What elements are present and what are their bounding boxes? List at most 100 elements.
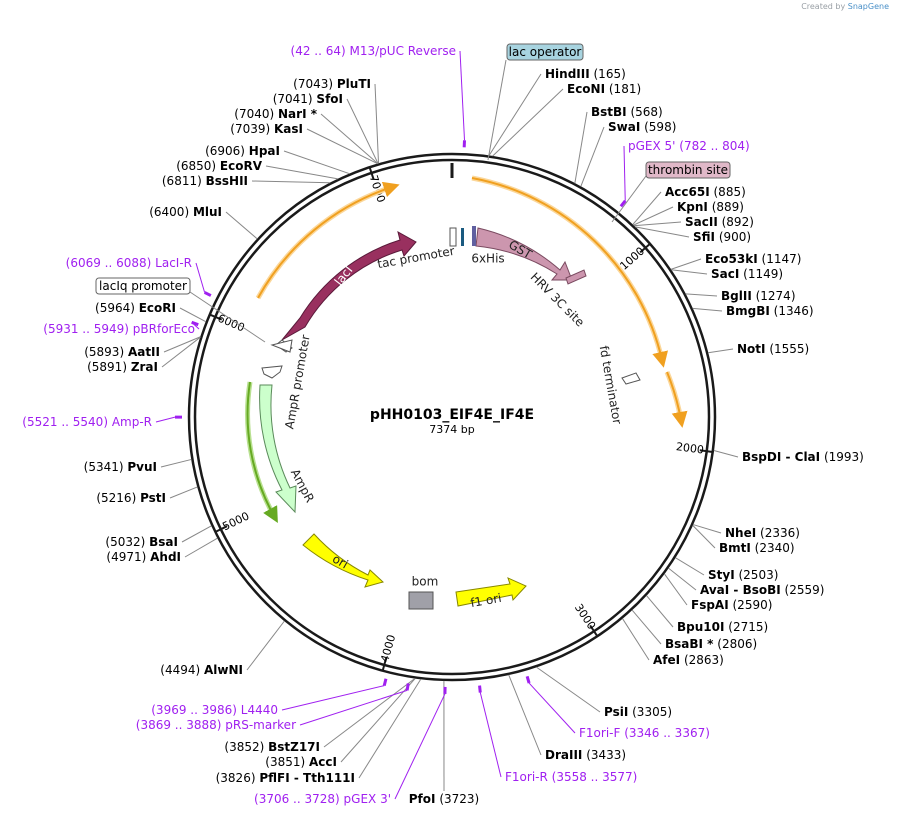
site-styi[interactable]: StyI (2503) [675, 558, 778, 582]
site-leader-line [247, 621, 284, 670]
feature-lacI [282, 232, 416, 340]
site-position: (7039) [230, 122, 274, 136]
tick-label-6000: 6000 [216, 312, 247, 335]
primer-l4440[interactable]: (3969 .. 3986) L4440 [151, 679, 386, 717]
primer-name: pGEX 5' [628, 139, 675, 153]
site-mlui[interactable]: (6400) MluI [149, 205, 257, 239]
boxed-label-lac-operator[interactable]: lac operator [488, 44, 583, 160]
site-pfoi[interactable]: PfoI (3723) [409, 681, 479, 806]
site-alwni[interactable]: (4494) AlwNI [160, 621, 284, 677]
site-name: Eco53kI [705, 252, 758, 266]
site-leader-line [708, 349, 733, 353]
site-leader-line [671, 270, 707, 274]
site-position: (1346) [770, 304, 814, 318]
site-position: (5964) [95, 301, 139, 315]
primer-name: M13/pUC Reverse [350, 44, 457, 58]
site-bspdi-clai[interactable]: BspDI - ClaI (1993) [714, 450, 864, 464]
site-name: BsaBI * [665, 637, 714, 651]
feature-label-bom: bom [412, 575, 439, 589]
orf-arrow-lacI [258, 187, 392, 298]
site-label: StyI (2503) [708, 568, 778, 582]
site-position: (2559) [781, 583, 825, 597]
site-name: SfoI [316, 92, 343, 106]
site-bsai[interactable]: (5032) BsaI [105, 526, 211, 549]
site-name: AlwNI [204, 663, 243, 677]
site-label: Acc65I (885) [665, 185, 746, 199]
orf-arc-lacI [258, 187, 392, 298]
feature-fd-terminator [622, 373, 640, 384]
site-leader-line [632, 610, 661, 644]
site-label: SacII (892) [685, 215, 754, 229]
primer-name: F1ori-F [579, 726, 620, 740]
site-position: (1149) [739, 267, 783, 281]
site-name: AccI [309, 755, 337, 769]
site-name: PflFI - Tth111I [259, 771, 355, 785]
site-name: KasI [274, 122, 303, 136]
site-psti[interactable]: (5216) PstI [96, 487, 197, 505]
site-leader-line [693, 308, 722, 311]
primer-range: (6069 .. 6088) [66, 256, 156, 270]
primer-label: (42 .. 64) M13/pUC Reverse [291, 44, 456, 58]
site-bglii[interactable]: BglII (1274) [686, 289, 796, 303]
site-position: (889) [708, 200, 744, 214]
primer-label: F1ori-R (3558 .. 3577) [505, 770, 637, 784]
site-leader-line [714, 451, 738, 457]
site-position: (2503) [735, 568, 779, 582]
site-position: (3852) [224, 740, 268, 754]
site-nhei[interactable]: NheI (2336) [693, 525, 800, 540]
primer-label: (5931 .. 5949) pBRforEco [43, 322, 195, 336]
site-bsshii[interactable]: (6811) BssHII [162, 174, 330, 188]
site-position: (7043) [293, 77, 337, 91]
site-leader-line [226, 212, 257, 239]
site-position: (598) [640, 120, 676, 134]
primer-range: (3869 .. 3888) [136, 718, 226, 732]
site-label: BmgBI (1346) [726, 304, 814, 318]
site-name: StyI [708, 568, 735, 582]
site-noti[interactable]: NotI (1555) [708, 342, 809, 356]
site-leader-line [581, 127, 604, 187]
primer-label: F1ori-F (3346 .. 3367) [579, 726, 710, 740]
site-aatii[interactable]: (5893) AatII [84, 337, 200, 359]
site-label: EcoNI (181) [567, 82, 641, 96]
site-leader-line [307, 129, 378, 164]
primer-leader-line [196, 263, 205, 292]
primer-pbrforeco[interactable]: (5931 .. 5949) pBRforEco [43, 322, 199, 336]
site-leader-line [675, 558, 704, 575]
site-name: BsaI [149, 535, 178, 549]
site-position: (1274) [752, 289, 796, 303]
feature-label-6xhis: 6xHis [471, 252, 504, 266]
site-name: HpaI [249, 144, 280, 158]
primer-mark [384, 679, 386, 686]
site-label: (6906) HpaI [205, 144, 280, 158]
feature-ampr-promoter [262, 366, 282, 378]
primer-amp-r[interactable]: (5521 .. 5540) Amp-R [22, 415, 182, 429]
site-position: (5032) [105, 535, 149, 549]
site-label: DraIII (3433) [545, 748, 626, 762]
site-name: FspAI [691, 598, 729, 612]
primer-mark [480, 686, 481, 693]
site-position: (2340) [751, 541, 795, 555]
site-name: PvuI [127, 460, 157, 474]
site-name: SwaI [608, 120, 640, 134]
site-label: SwaI (598) [608, 120, 676, 134]
primer-name: LacI-R [155, 256, 192, 270]
site-saci[interactable]: SacI (1149) [671, 267, 783, 281]
site-ecori[interactable]: (5964) EcoRI [95, 301, 206, 322]
site-pflfi-tth111i[interactable]: (3826) PflFI - Tth111I [216, 679, 421, 785]
site-name: Bpu10I [677, 620, 724, 634]
site-name: SfiI [693, 230, 715, 244]
site-position: (3305) [628, 705, 672, 719]
primer-name: F1ori-R [505, 770, 548, 784]
site-leader-line [321, 114, 378, 164]
site-label: (4971) AhdI [106, 550, 181, 564]
site-position: (4971) [106, 550, 150, 564]
site-name: NheI [725, 526, 756, 540]
site-sfii[interactable]: SfiI (900) [635, 227, 751, 244]
site-name: PstI [140, 491, 166, 505]
site-label: (5032) BsaI [105, 535, 178, 549]
primer-range: (782 .. 804) [675, 139, 749, 153]
site-pvui[interactable]: (5341) PvuI [84, 459, 192, 474]
site-bmgbi[interactable]: BmgBI (1346) [693, 304, 814, 318]
site-leader-line [668, 568, 696, 590]
site-psii[interactable]: PsiI (3305) [536, 667, 672, 719]
